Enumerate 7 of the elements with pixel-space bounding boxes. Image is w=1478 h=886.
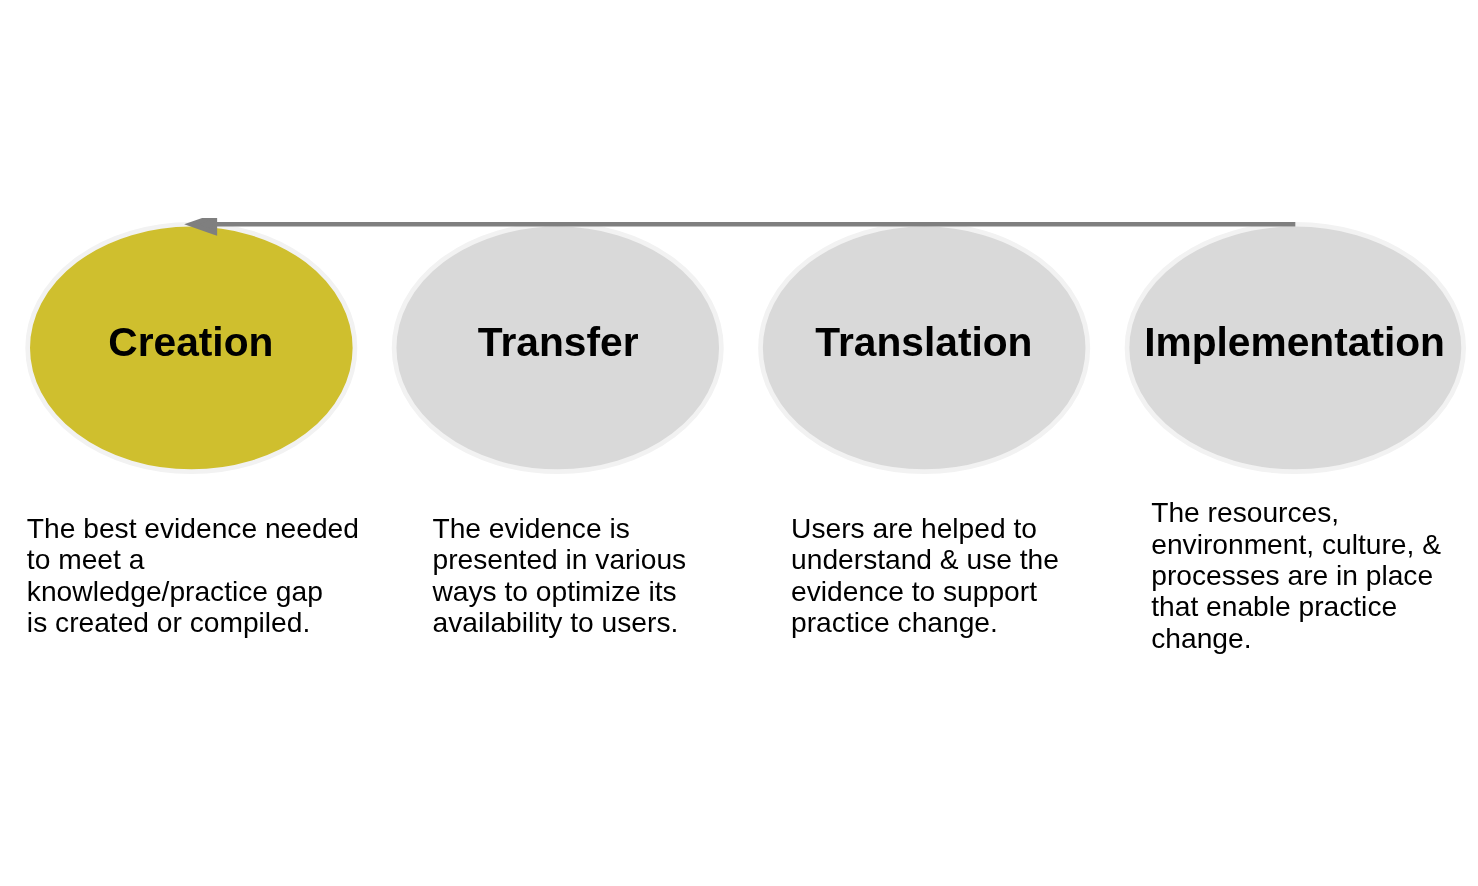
node-ellipse: Implementation xyxy=(1124,221,1466,474)
node-ellipse: Creation xyxy=(25,221,358,474)
arrow xyxy=(184,217,1296,236)
node-label: Users are helped to understand & use the evidence to support practice change. xyxy=(791,511,1059,638)
node-label: The resources, environment, culture, & processes are in place that enable practice change. xyxy=(1151,495,1441,654)
node-label: The best evidence needed to meet a knowledge/practice gap is created or compiled. xyxy=(26,511,359,638)
node-label: The evidence is presented in various ways to optimize its availability to users. xyxy=(432,511,687,638)
